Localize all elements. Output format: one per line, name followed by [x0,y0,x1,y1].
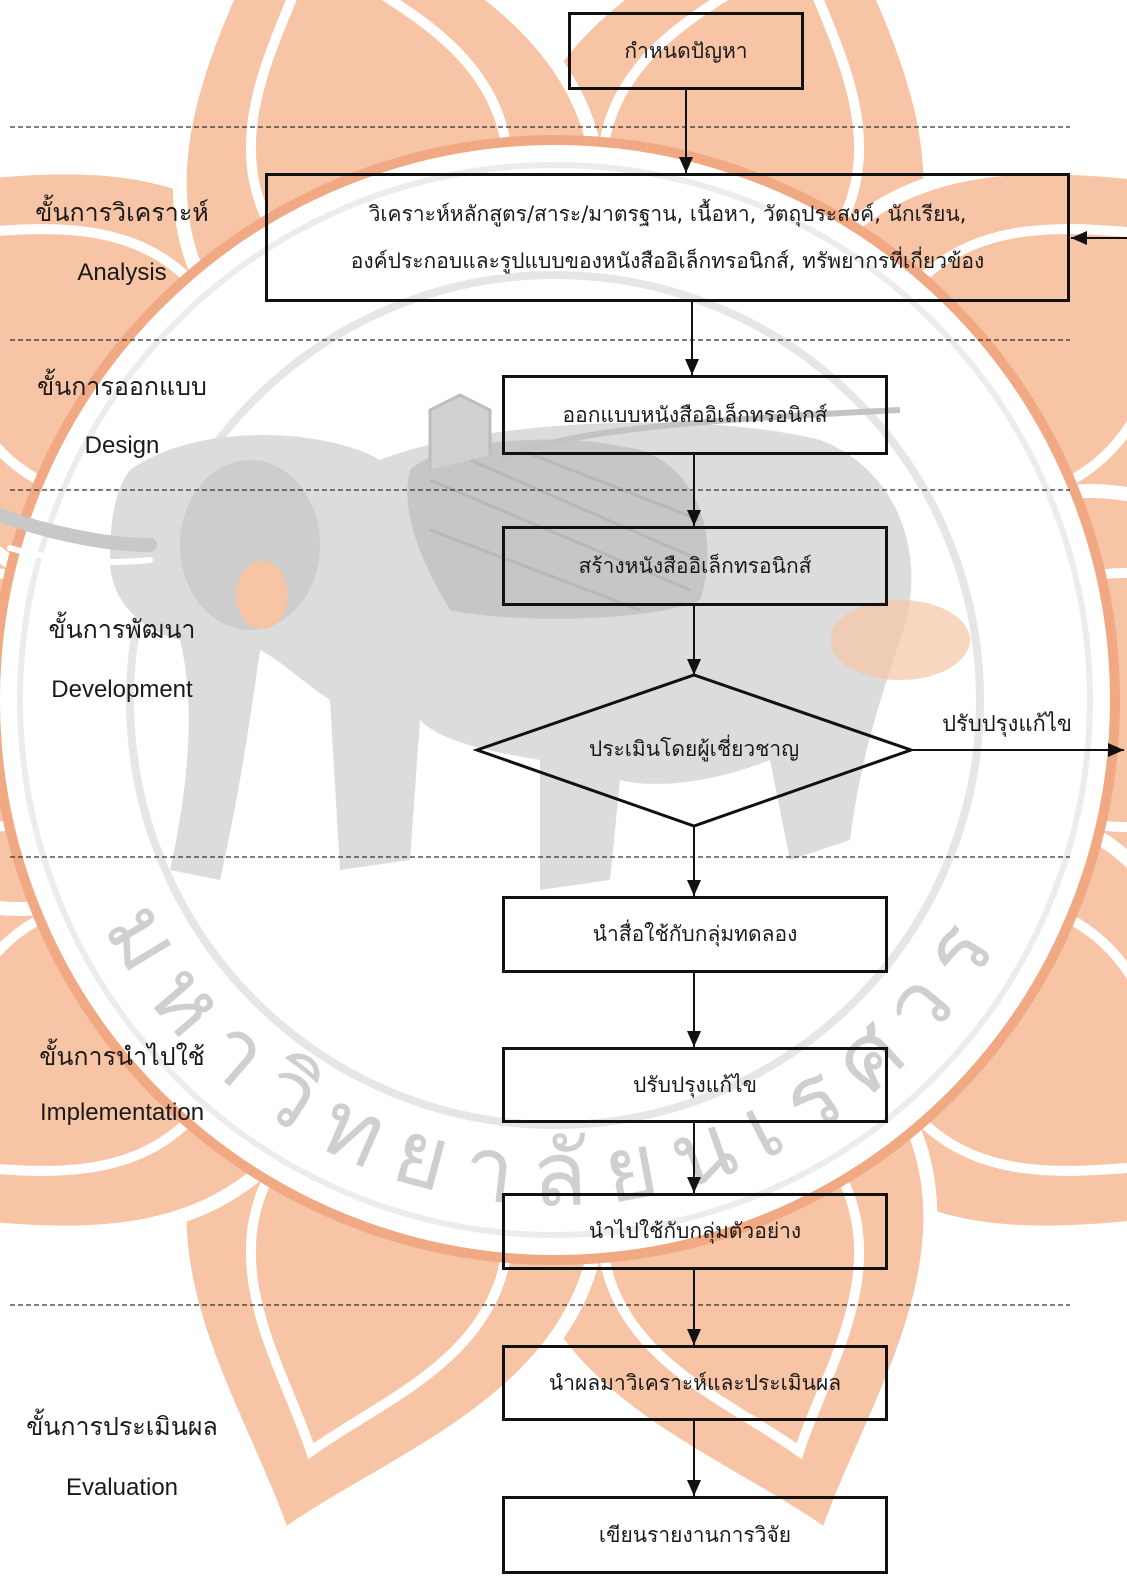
stage-label-development-th: ขั้นการพัฒนา [48,615,196,644]
node-label: กำหนดปัญหา [624,38,748,63]
node-analysis: วิเคราะห์หลักสูตร/สาระ/มาตรฐาน, เนื้อหา,… [265,173,1070,302]
node-report: เขียนรายงานการวิจัย [502,1496,888,1574]
stage-label-design-en: Design [84,432,160,459]
node-label: นำสื่อใช้กับกลุ่มทดลอง [592,922,798,946]
node-build: สร้างหนังสืออิเล็กทรอนิกส์ [502,526,888,606]
node-revise: ปรับปรุงแก้ไข [502,1047,888,1123]
stage-label-implementation-th: ขั้นการนำไปใช้ [39,1042,205,1071]
node-label: นำไปใช้กับกลุ่มตัวอย่าง [588,1219,802,1243]
seal-inner-ring [126,271,984,1129]
stage-label-analysis-en: Analysis [77,259,167,286]
stage-label-development-en: Development [51,676,193,703]
elephant-emblem [0,393,970,890]
node-label-line-1: วิเคราะห์หลักสูตร/สาระ/มาตรฐาน, เนื้อหา,… [368,201,967,226]
node-label: ปรับปรุงแก้ไข [633,1072,757,1097]
node-label: นำผลมาวิเคราะห์และประเมินผล [548,1370,842,1395]
node-label: สร้างหนังสืออิเล็กทรอนิกส์ [578,553,812,578]
node-label-line-2: องค์ประกอบและรูปแบบของหนังสืออิเล็กทรอนิ… [350,248,985,273]
node-implement: นำไปใช้กับกลุ่มตัวอย่าง [502,1193,888,1270]
node-analyze-results: นำผลมาวิเคราะห์และประเมินผล [502,1345,888,1421]
stage-label-analysis-th: ขั้นการวิเคราะห์ [35,198,209,227]
node-label: ออกแบบหนังสืออิเล็กทรอนิกส์ [562,402,828,427]
node-try-out: นำสื่อใช้กับกลุ่มทดลอง [502,896,888,973]
node-label: เขียนรายงานการวิจัย [598,1522,792,1547]
feedback-edge-label: ปรับปรุงแก้ไข [942,712,1072,737]
stage-label-evaluation-th: ขั้นการประเมินผล [26,1412,218,1441]
decision-diamond [472,673,916,828]
decision-label: ประเมินโดยผู้เชี่ยวชาญ [588,737,800,761]
node-design: ออกแบบหนังสืออิเล็กทรอนิกส์ [502,375,888,455]
stage-label-design-th: ขั้นการออกแบบ [37,372,207,401]
stage-label-evaluation-en: Evaluation [65,1474,179,1501]
node-define-problem: กำหนดปัญหา [568,12,804,90]
stage-label-implementation-en: Implementation [39,1099,205,1126]
